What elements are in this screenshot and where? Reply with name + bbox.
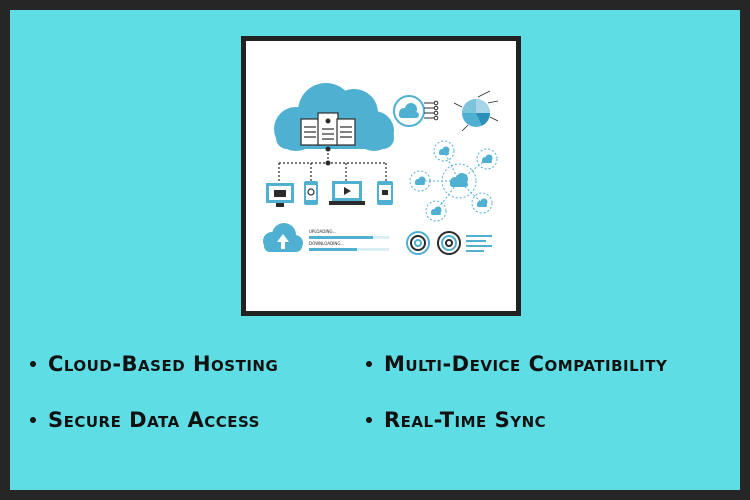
- feature-label: Real-Time Sync: [384, 408, 547, 432]
- download-label: DOWNLOADING...: [309, 241, 344, 246]
- cloud-illustration-frame: UPLOADING... DOWNLOADING...: [241, 36, 521, 316]
- bullet-dot: [30, 417, 36, 423]
- feature-real-time-sync: Real-Time Sync: [366, 408, 546, 432]
- laptop-icon: [329, 181, 365, 205]
- network-connectors: [278, 149, 387, 181]
- phone-icon: [377, 181, 393, 205]
- feature-multi-device: Multi-Device Compatibility: [366, 352, 667, 376]
- feature-label: Secure Data Access: [48, 408, 260, 432]
- desktop-monitor-icon: [266, 183, 294, 207]
- bullet-dot: [30, 361, 36, 367]
- cloud-network-graphic: [409, 140, 498, 222]
- download-progress-fill: [309, 248, 357, 251]
- feature-cloud-hosting: Cloud-Based Hosting: [30, 352, 278, 376]
- feature-secure-access: Secure Data Access: [30, 408, 260, 432]
- feature-label: Cloud-Based Hosting: [48, 352, 279, 376]
- bullet-dot: [366, 417, 372, 423]
- upload-progress-fill: [309, 236, 373, 239]
- tablet-icon: [304, 181, 318, 205]
- server-cloud-icon: [274, 83, 394, 151]
- ring-gauge-graphics: [406, 231, 492, 255]
- pie-chart-graphic: [453, 90, 499, 132]
- bullet-dot: [366, 361, 372, 367]
- cloud-computing-illustration: UPLOADING... DOWNLOADING...: [263, 83, 499, 255]
- upload-cloud-icon: [263, 223, 303, 252]
- background-panel: UPLOADING... DOWNLOADING...: [10, 10, 740, 490]
- small-cloud-node-icon: [393, 95, 439, 127]
- upload-label: UPLOADING...: [309, 229, 336, 234]
- feature-label: Multi-Device Compatibility: [384, 352, 668, 376]
